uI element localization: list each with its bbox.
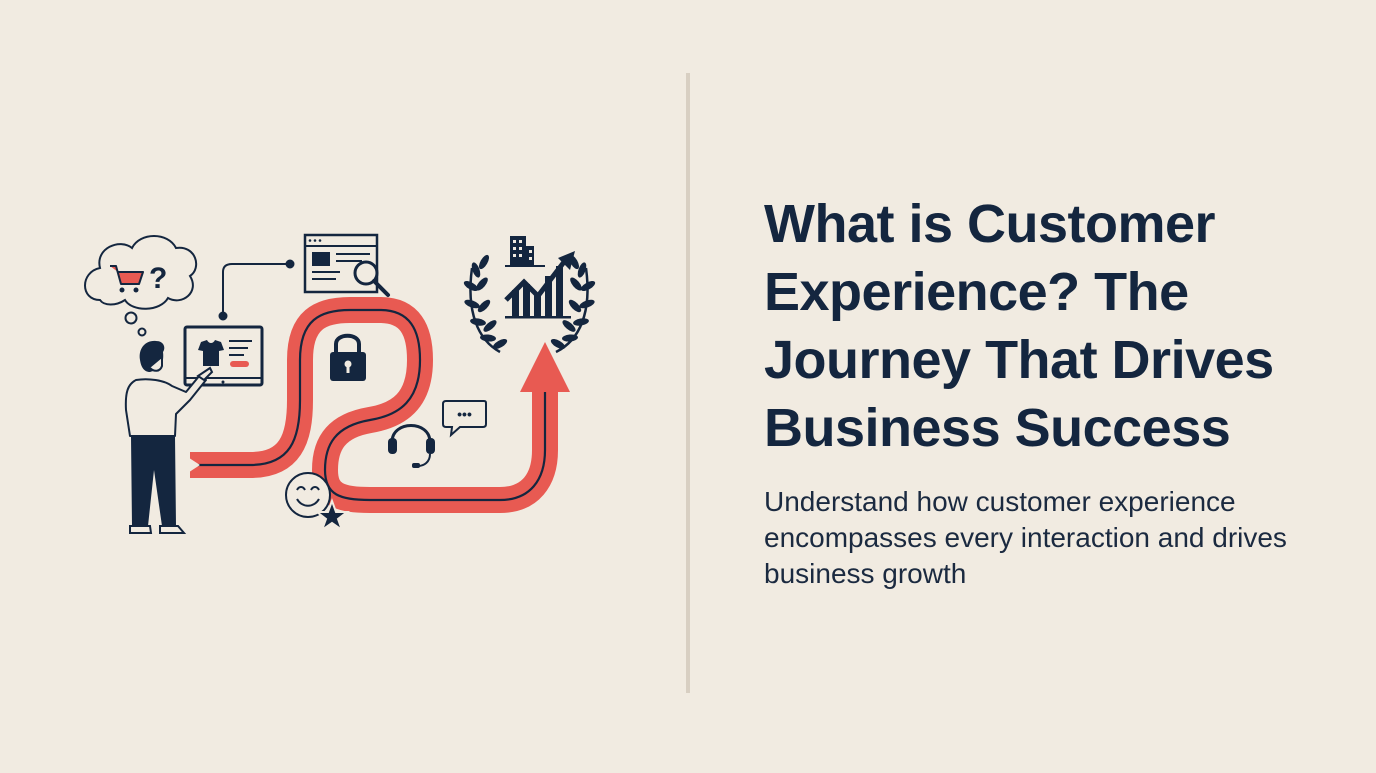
smiley-icon — [285, 472, 331, 518]
growth-chart-icon — [504, 251, 575, 319]
headset-icon — [388, 424, 435, 468]
magnifier-icon — [353, 260, 390, 297]
shopping-cart-icon — [110, 265, 144, 293]
svg-text:•••: ••• — [457, 406, 472, 422]
journey-illustration: ? — [0, 0, 688, 768]
chat-bubble-icon: ••• — [442, 400, 487, 438]
person-icon — [124, 340, 214, 534]
star-icon — [314, 498, 350, 533]
laurel-wreath-icon — [463, 254, 596, 354]
tablet-product-icon — [183, 325, 264, 387]
page-subtitle: Understand how customer experience encom… — [764, 486, 1287, 589]
page-title: What is Customer Experience? The Journey… — [764, 194, 1274, 458]
building-icon — [505, 236, 545, 267]
journey-path-arrow-icon — [180, 297, 570, 513]
question-mark-icon: ? — [149, 262, 167, 295]
connector-line — [218, 259, 295, 321]
tshirt-icon — [198, 340, 224, 366]
lock-icon — [330, 333, 366, 381]
vertical-divider — [686, 73, 690, 693]
thought-cloud-icon — [84, 235, 198, 337]
hero-text: What is Customer Experience? The Journey… — [764, 190, 1324, 592]
